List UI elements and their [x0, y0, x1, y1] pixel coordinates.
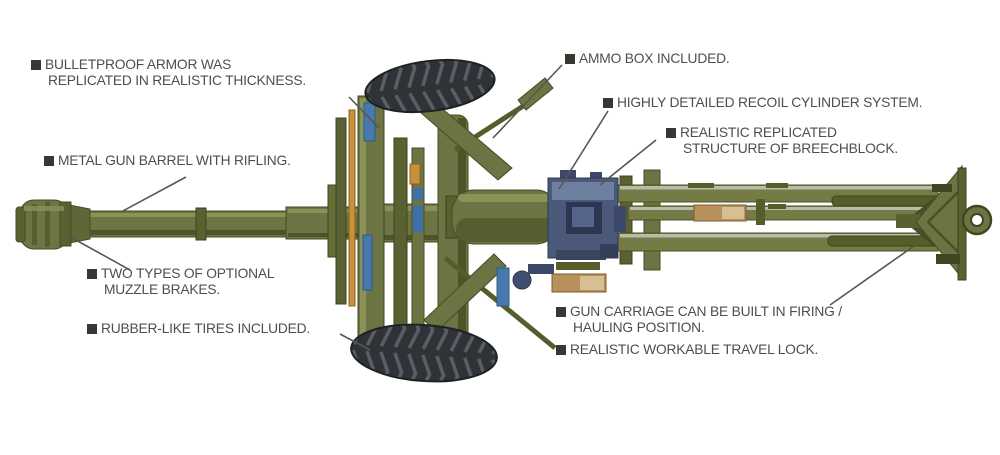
bullet-square-icon	[666, 128, 676, 138]
leader-tires	[339, 333, 371, 351]
callout-text-line2: STRUCTURE OF BREECHBLOCK.	[683, 141, 899, 156]
bottom-tire	[350, 323, 498, 383]
callout-text: GUN CARRIAGE CAN BE BUILT IN FIRING /	[570, 304, 842, 319]
callout-rubber-tires: RUBBER-LIKE TIRES INCLUDED.	[87, 321, 310, 337]
bullet-square-icon	[565, 54, 575, 64]
callout-text: AMMO BOX INCLUDED.	[579, 51, 730, 66]
callout-recoil-cylinder: HIGHLY DETAILED RECOIL CYLINDER SYSTEM.	[603, 95, 922, 111]
ammo-box	[551, 273, 607, 293]
callout-muzzle-brakes: TWO TYPES OF OPTIONAL MUZZLE BRAKES.	[87, 266, 275, 298]
callout-gun-carriage: GUN CARRIAGE CAN BE BUILT IN FIRING / HA…	[556, 304, 842, 336]
leader-lines	[64, 64, 915, 351]
trail-end-plate	[915, 164, 967, 281]
bullet-square-icon	[556, 307, 566, 317]
bullet-square-icon	[556, 345, 566, 355]
callout-text-line2: HAULING POSITION.	[573, 320, 705, 335]
top-tire	[364, 58, 496, 114]
callout-breechblock: REALISTIC REPLICATED STRUCTURE OF BREECH…	[666, 125, 898, 157]
gun-trails	[617, 164, 993, 281]
ammo-box-on-trail	[693, 204, 747, 222]
leader-carriage	[829, 245, 915, 306]
elevation-gear	[496, 262, 600, 307]
callout-text: BULLETPROOF ARMOR WAS	[45, 57, 232, 72]
leader-breechblock	[599, 139, 657, 186]
callout-text: REALISTIC REPLICATED	[680, 125, 837, 140]
breechblock	[547, 170, 626, 260]
callout-travel-lock: REALISTIC WORKABLE TRAVEL LOCK.	[556, 342, 818, 358]
bullet-square-icon	[31, 60, 41, 70]
callout-text: RUBBER-LIKE TIRES INCLUDED.	[101, 321, 311, 336]
recoil-cylinder-system	[445, 189, 559, 245]
bullet-square-icon	[87, 269, 97, 279]
callout-bulletproof-armor: BULLETPROOF ARMOR WAS REPLICATED IN REAL…	[31, 57, 306, 89]
leader-barrel	[120, 176, 187, 213]
callout-text-line2: MUZZLE BRAKES.	[104, 282, 221, 297]
leader-recoil	[558, 110, 609, 190]
callout-text-line2: REPLICATED IN REALISTIC THICKNESS.	[48, 73, 306, 88]
callout-ammo-box: AMMO BOX INCLUDED.	[565, 51, 730, 67]
callout-text: METAL GUN BARREL WITH RIFLING.	[58, 153, 291, 168]
leader-ammo	[492, 64, 563, 139]
callout-text: REALISTIC WORKABLE TRAVEL LOCK.	[570, 342, 819, 357]
bullet-square-icon	[44, 156, 54, 166]
bullet-square-icon	[87, 324, 97, 334]
callout-metal-barrel: METAL GUN BARREL WITH RIFLING.	[44, 153, 291, 169]
bullet-square-icon	[603, 98, 613, 108]
lunette-ring	[961, 204, 993, 236]
leader-bulletproof	[348, 96, 380, 129]
muzzle-brake	[15, 199, 91, 250]
callout-text: TWO TYPES OF OPTIONAL	[101, 266, 275, 281]
leader-muzzle	[64, 233, 131, 271]
cleaning-rod	[348, 109, 356, 307]
callout-text: HIGHLY DETAILED RECOIL CYLINDER SYSTEM.	[617, 95, 923, 110]
